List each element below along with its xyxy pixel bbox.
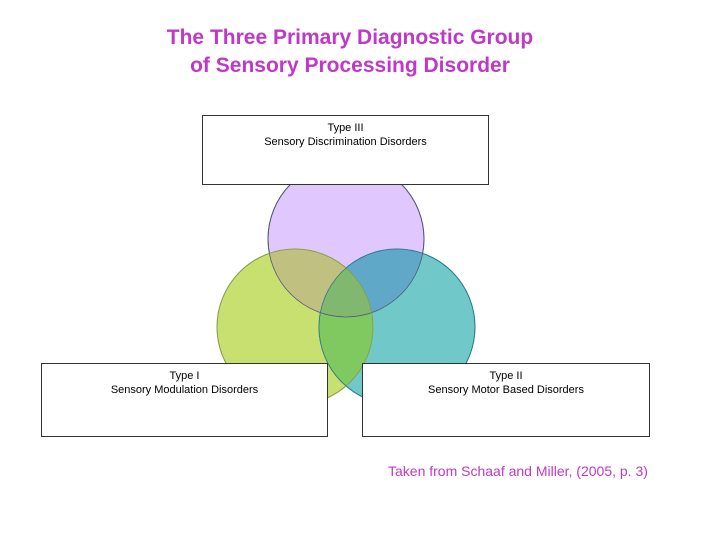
type-2-label: Type II — [489, 370, 523, 382]
type-3-name: Sensory Discrimination Disorders — [264, 136, 427, 148]
label-box-type-2: Type II Sensory Motor Based Disorders — [362, 363, 650, 437]
label-box-type-1: Type I Sensory Modulation Disorders — [41, 363, 328, 437]
type-2-name: Sensory Motor Based Disorders — [428, 384, 584, 396]
diagram-title: The Three Primary Diagnostic Group of Se… — [90, 24, 610, 80]
label-box-type-3: Type III Sensory Discrimination Disorder… — [202, 115, 489, 185]
citation-text: Taken from Schaaf and Miller, (2005, p. … — [388, 463, 648, 479]
type-1-label: Type I — [169, 370, 200, 382]
diagram-title-line-1: The Three Primary Diagnostic Group — [166, 26, 534, 49]
type-1-name: Sensory Modulation Disorders — [110, 384, 259, 396]
diagram-title-line-2: of Sensory Processing Disorder — [190, 54, 510, 77]
type-3-label: Type III — [327, 122, 364, 134]
overlap-center — [319, 249, 373, 317]
